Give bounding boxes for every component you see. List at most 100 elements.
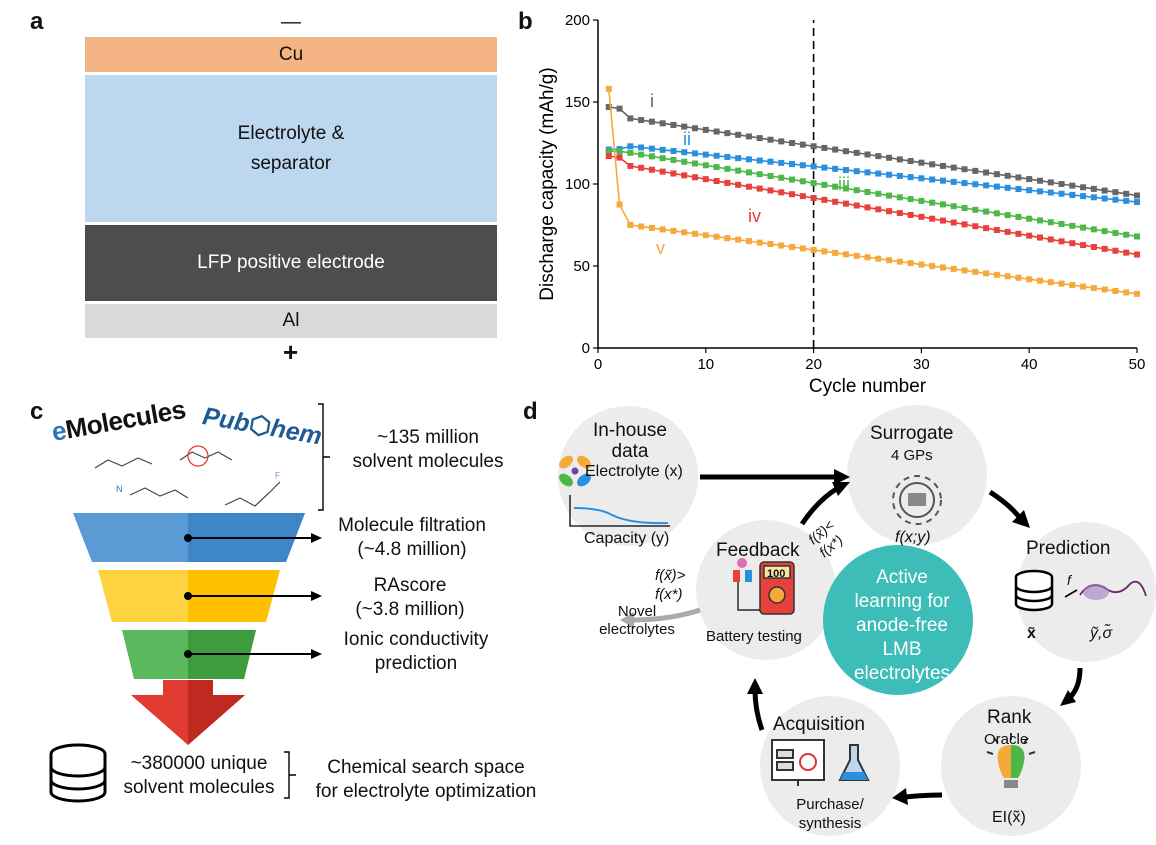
data-point-v <box>1047 279 1054 286</box>
data-point-iv <box>778 189 785 196</box>
data-point-i <box>918 159 925 166</box>
data-point-iv <box>929 215 936 222</box>
data-point-iv <box>799 193 806 200</box>
data-point-ii <box>993 183 1000 190</box>
data-point-iv <box>735 181 742 188</box>
data-point-v <box>1080 283 1087 290</box>
data-point-ii <box>638 144 645 151</box>
data-point-iv <box>1101 245 1108 252</box>
data-point-v <box>886 257 893 264</box>
data-point-i <box>1047 179 1054 186</box>
surrogate-title: Surrogate <box>870 423 954 444</box>
database-icon-c <box>49 743 107 803</box>
data-point-iv <box>638 164 645 171</box>
data-point-ii <box>670 148 677 155</box>
data-point-iv <box>1004 228 1011 235</box>
data-point-v <box>1112 287 1119 294</box>
data-point-v <box>767 241 774 248</box>
bottom-bracket <box>284 751 296 799</box>
data-point-iii <box>1058 221 1065 228</box>
data-point-iii <box>864 188 871 195</box>
data-point-ii <box>692 150 699 157</box>
series-line-v <box>607 88 1138 295</box>
rank-title: Rank <box>987 707 1032 728</box>
data-point-ii <box>896 172 903 179</box>
data-point-iv <box>605 153 612 160</box>
final-count-label: ~380000 unique solvent molecules <box>123 753 275 798</box>
x-tick-label: 20 <box>805 356 822 373</box>
data-point-i <box>1080 184 1087 191</box>
data-point-iii <box>1134 233 1140 240</box>
data-point-v <box>983 270 990 277</box>
data-point-ii <box>842 167 849 174</box>
step2-label: RAscore (~3.8 million) <box>355 575 465 620</box>
data-point-ii <box>724 153 731 160</box>
node-acquisition <box>760 696 900 836</box>
data-point-iii <box>832 183 839 190</box>
data-point-v <box>875 255 882 262</box>
data-point-v <box>778 242 785 249</box>
data-point-v <box>789 243 796 250</box>
data-point-iii <box>638 151 645 158</box>
series-label-i: i <box>650 91 654 111</box>
capacity-mini-plot <box>569 495 670 527</box>
data-point-v <box>918 261 925 268</box>
data-point-iv <box>983 225 990 232</box>
data-point-ii <box>756 157 763 164</box>
panel-label-b: b <box>518 8 533 35</box>
data-point-iv <box>993 227 1000 234</box>
data-point-v <box>605 85 612 92</box>
data-point-iv <box>724 179 731 186</box>
feedback-title: Feedback <box>716 540 800 561</box>
prediction-y: ỹ,σ̃ <box>1090 625 1113 642</box>
data-point-ii <box>886 171 893 178</box>
electrolyte-label: Electrolyte & separator <box>237 122 345 174</box>
data-point-i <box>832 146 839 153</box>
x-tick-label: 30 <box>913 356 930 373</box>
cu-layer: Cu <box>85 37 497 72</box>
data-point-iv <box>648 166 655 173</box>
cn-label: N <box>116 484 123 494</box>
data-point-i <box>648 118 655 125</box>
data-point-iv <box>972 223 979 230</box>
data-point-ii <box>1090 194 1097 201</box>
data-point-iv <box>875 206 882 213</box>
data-point-i <box>724 130 731 137</box>
data-point-v <box>950 265 957 272</box>
data-point-iv <box>1123 249 1130 256</box>
data-point-iii <box>950 203 957 210</box>
series-line-iv <box>608 155 1138 256</box>
data-point-ii <box>789 161 796 168</box>
data-point-ii <box>1058 190 1065 197</box>
data-point-v <box>907 260 914 267</box>
data-point-i <box>1123 190 1130 197</box>
data-point-ii <box>659 146 666 153</box>
x-tick-label: 50 <box>1129 356 1146 373</box>
data-point-iii <box>875 190 882 197</box>
data-point-i <box>907 158 914 165</box>
data-point-ii <box>778 159 785 166</box>
data-point-iii <box>648 153 655 160</box>
data-point-i <box>972 167 979 174</box>
data-point-v <box>1101 286 1108 293</box>
data-point-ii <box>1123 197 1130 204</box>
data-point-v <box>659 226 666 233</box>
data-point-iii <box>799 178 806 185</box>
data-point-iii <box>939 201 946 208</box>
data-point-ii <box>1069 191 1076 198</box>
data-point-i <box>789 140 796 146</box>
y-tick-label: 200 <box>565 12 590 29</box>
data-point-iii <box>993 210 1000 217</box>
data-point-iv <box>692 174 699 181</box>
database-icon-d <box>1014 569 1054 612</box>
data-point-v <box>1058 280 1065 287</box>
final-desc-label: Chemical search space for electrolyte op… <box>315 757 537 802</box>
data-point-v <box>1036 277 1043 284</box>
data-point-ii <box>983 182 990 189</box>
meter-wires <box>737 582 760 611</box>
data-point-v <box>638 223 645 230</box>
data-point-iv <box>864 204 871 211</box>
data-point-iv <box>1036 234 1043 241</box>
data-point-ii <box>853 168 860 175</box>
data-point-i <box>735 131 742 138</box>
